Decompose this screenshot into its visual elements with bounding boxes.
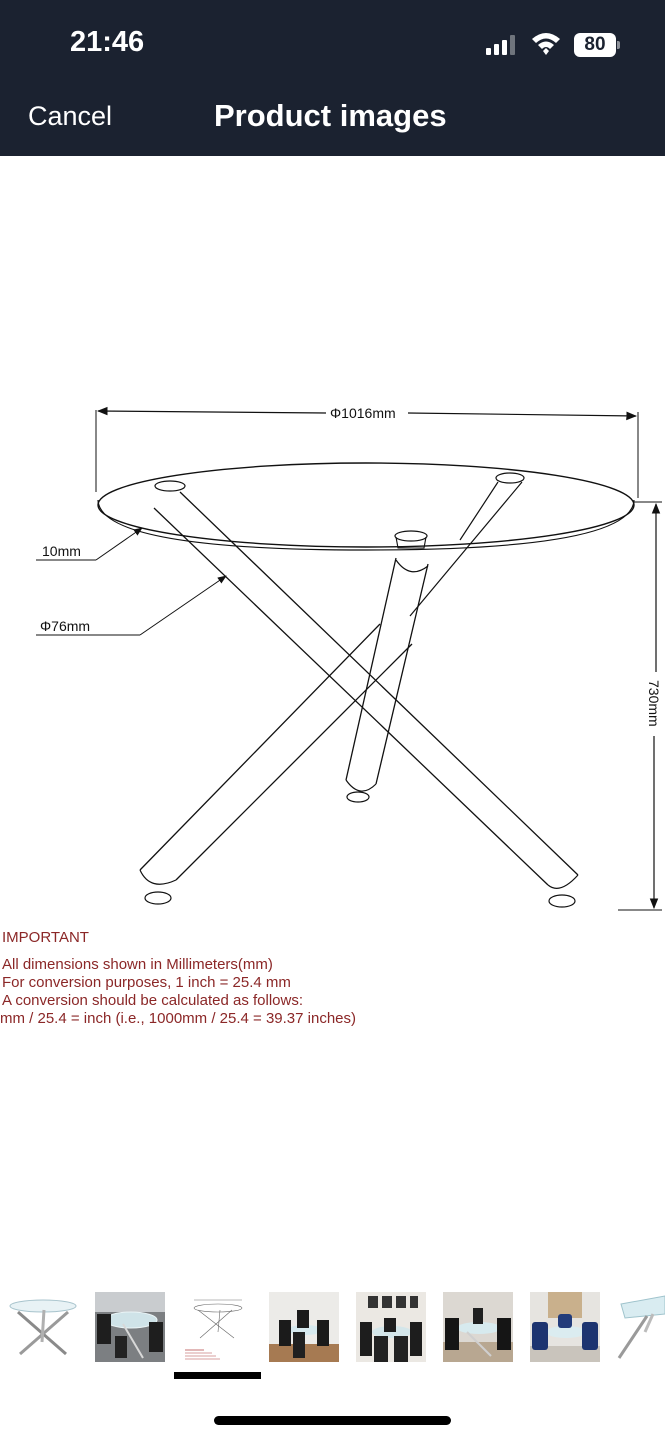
table-top-edge — [97, 499, 635, 551]
page-title: Product images — [214, 98, 447, 133]
leg-diameter-label: Φ76mm — [40, 618, 90, 634]
diameter-line-left — [96, 406, 327, 416]
notes-line: mm / 25.4 = inch (i.e., 1000mm / 25.4 = … — [0, 1010, 357, 1027]
thumbnail-7[interactable] — [530, 1292, 600, 1362]
thumbnail-4[interactable] — [269, 1292, 339, 1362]
notes-line: For conversion purposes, 1 inch = 25.4 m… — [2, 974, 291, 991]
height-label: 730mm — [646, 680, 662, 727]
thumbnail-1[interactable] — [8, 1292, 78, 1362]
battery-icon: 80 — [574, 33, 620, 57]
battery-level: 80 — [574, 33, 616, 57]
cellular-signal-icon — [486, 35, 515, 55]
thickness-label: 10mm — [42, 543, 81, 559]
table-top-upper — [97, 462, 635, 548]
thumbnail-8[interactable] — [617, 1292, 665, 1362]
product-dimension-drawing: Φ1016mm 10mm Φ76mm 730mm — [36, 405, 662, 911]
battery-tip — [617, 41, 620, 49]
status-time: 21:46 — [70, 26, 145, 58]
wifi-icon — [532, 33, 560, 55]
selected-thumbnail-indicator — [174, 1372, 261, 1379]
diameter-line-right — [407, 411, 638, 421]
thumbnail-strip — [0, 1292, 665, 1362]
diameter-label: Φ1016mm — [330, 405, 396, 421]
thumbnail-2[interactable] — [95, 1292, 165, 1362]
notes-heading: IMPORTANT — [2, 929, 89, 946]
thumbnail-6[interactable] — [443, 1292, 513, 1362]
notes-line: All dimensions shown in Millimeters(mm) — [2, 956, 273, 973]
notes-line: A conversion should be calculated as fol… — [2, 992, 304, 1009]
thumbnail-5[interactable] — [356, 1292, 426, 1362]
cancel-button[interactable]: Cancel — [28, 101, 113, 131]
top-bar: 21:46 80 Cancel Product images — [0, 0, 665, 156]
thumbnail-3[interactable] — [182, 1292, 252, 1362]
home-indicator[interactable] — [214, 1416, 451, 1425]
